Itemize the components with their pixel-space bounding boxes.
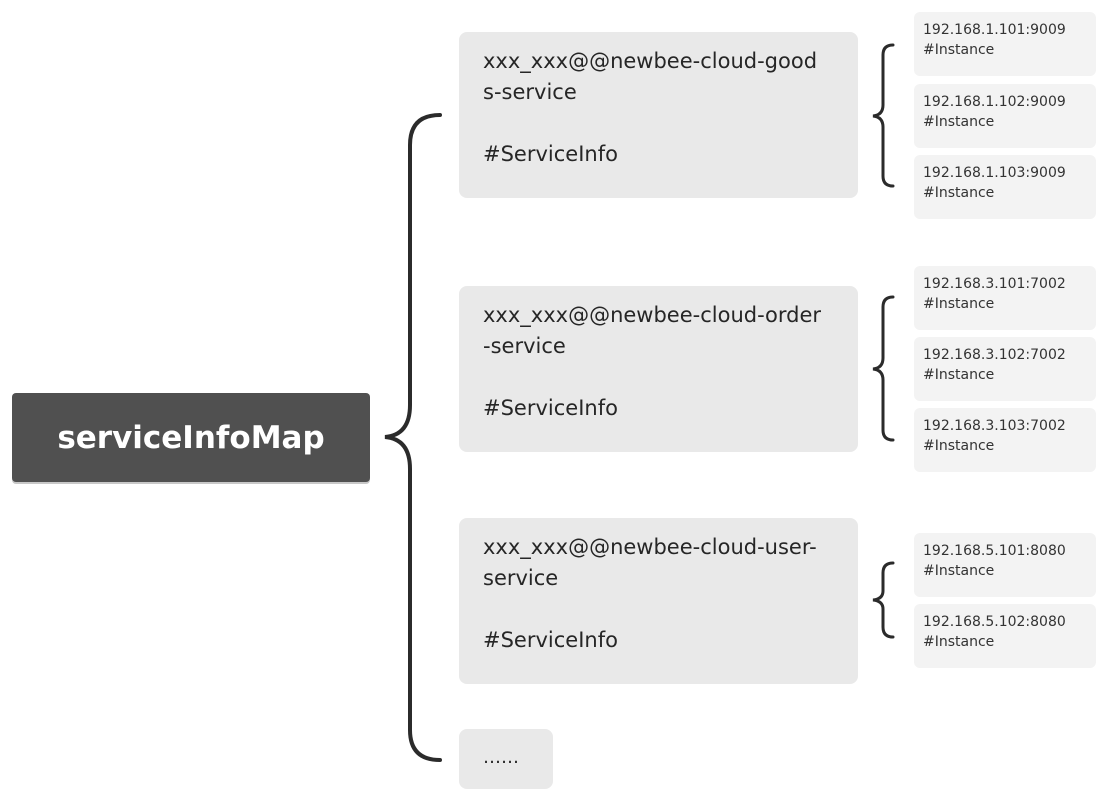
instance-node[interactable]: 192.168.5.101:8080 #Instance	[914, 533, 1096, 597]
instance-address: 192.168.3.101:7002	[923, 276, 1066, 292]
instance-tag: #Instance	[923, 114, 995, 130]
root-node[interactable]: serviceInfoMap	[12, 393, 370, 482]
service-node-user[interactable]: xxx_xxx@@newbee-cloud-user-service #Serv…	[459, 518, 858, 684]
instance-node[interactable]: 192.168.3.101:7002 #Instance	[914, 266, 1096, 330]
instance-address: 192.168.3.103:7002	[923, 418, 1066, 434]
root-label: serviceInfoMap	[57, 419, 325, 456]
goods-instances-brace	[872, 43, 895, 188]
instance-node[interactable]: 192.168.1.101:9009 #Instance	[914, 12, 1096, 76]
order-instances-brace	[872, 295, 895, 442]
instance-node[interactable]: 192.168.3.103:7002 #Instance	[914, 408, 1096, 472]
instance-tag: #Instance	[923, 563, 995, 579]
instance-address: 192.168.3.102:7002	[923, 347, 1066, 363]
instance-tag: #Instance	[923, 296, 995, 312]
instance-node[interactable]: 192.168.1.103:9009 #Instance	[914, 155, 1096, 219]
instance-address: 192.168.1.103:9009	[923, 165, 1066, 181]
instance-address: 192.168.1.102:9009	[923, 94, 1066, 110]
service-tag: #ServiceInfo	[483, 142, 618, 166]
instance-tag: #Instance	[923, 634, 995, 650]
instance-node[interactable]: 192.168.1.102:9009 #Instance	[914, 84, 1096, 148]
instance-tag: #Instance	[923, 438, 995, 454]
instance-tag: #Instance	[923, 42, 995, 58]
user-instances-brace	[872, 561, 895, 639]
service-node-goods[interactable]: xxx_xxx@@newbee-cloud-goods-service #Ser…	[459, 32, 858, 198]
service-name: xxx_xxx@@newbee-cloud-user-service	[483, 535, 817, 590]
instance-node[interactable]: 192.168.3.102:7002 #Instance	[914, 337, 1096, 401]
service-tag: #ServiceInfo	[483, 396, 618, 420]
service-node-order[interactable]: xxx_xxx@@newbee-cloud-order-service #Ser…	[459, 286, 858, 452]
service-tag: #ServiceInfo	[483, 628, 618, 652]
instance-address: 192.168.5.102:8080	[923, 614, 1066, 630]
more-node[interactable]: ……	[459, 729, 553, 789]
instance-tag: #Instance	[923, 367, 995, 383]
service-name: xxx_xxx@@newbee-cloud-order-service	[483, 303, 822, 358]
instance-node[interactable]: 192.168.5.102:8080 #Instance	[914, 604, 1096, 668]
instance-address: 192.168.1.101:9009	[923, 22, 1066, 38]
instance-tag: #Instance	[923, 185, 995, 201]
more-label: ……	[483, 747, 519, 768]
service-name: xxx_xxx@@newbee-cloud-goods-service	[483, 49, 818, 104]
instance-address: 192.168.5.101:8080	[923, 543, 1066, 559]
main-brace	[384, 113, 442, 762]
